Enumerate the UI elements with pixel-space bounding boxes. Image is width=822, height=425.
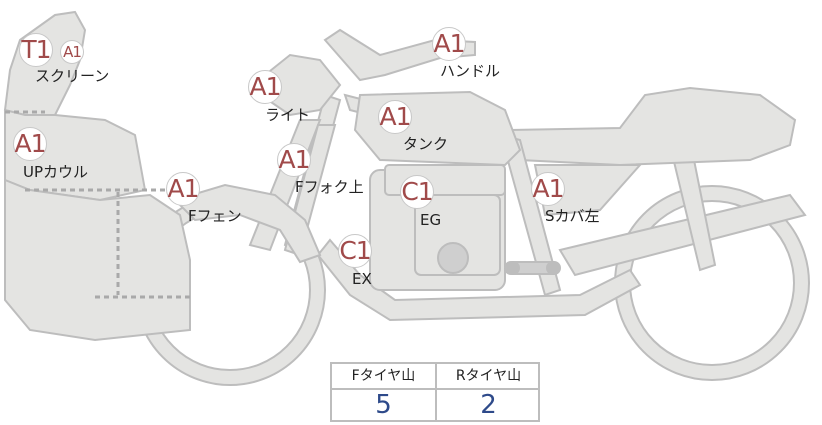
front-tire-value: 5	[375, 390, 392, 420]
sidecover-label: Sカバ左	[545, 207, 600, 225]
screen-label: スクリーン	[35, 67, 110, 85]
sidecover-grade-badge: A1	[531, 172, 565, 206]
ffender-label: Fフェン	[188, 207, 242, 225]
rear-tire-header: Rタイヤ山	[437, 364, 540, 390]
handle-grade-badge: A1	[432, 27, 466, 61]
lower-cowl	[4, 178, 191, 342]
exhaust-grade-badge: C1	[338, 234, 372, 268]
screen-grade-badge-secondary: A1	[60, 40, 84, 64]
tire-tread-table: Fタイヤ山 Rタイヤ山 5 2	[330, 362, 540, 422]
ffork-grade-badge: A1	[277, 143, 311, 177]
exhaust-pipe	[316, 238, 642, 322]
tank-grade-badge: A1	[378, 100, 412, 134]
upcowl-label: UPカウル	[23, 163, 89, 181]
light-grade-badge: A1	[248, 70, 282, 104]
ffender-grade-badge: A1	[166, 172, 200, 206]
handle-label: ハンドル	[440, 62, 501, 80]
engine-grade-badge: C1	[400, 175, 434, 209]
ffork-label: Fフォク上	[295, 178, 364, 196]
exhaust-label: EX	[352, 270, 372, 288]
engine-label: EG	[420, 211, 442, 229]
rear-tire-value: 2	[480, 390, 497, 420]
screen-grade-badge: T1	[19, 33, 53, 67]
front-fender	[173, 183, 322, 264]
front-tire-header: Fタイヤ山	[332, 364, 435, 390]
upcowl-grade-badge: A1	[13, 127, 47, 161]
swing-arm	[558, 193, 807, 277]
table-divider	[435, 364, 437, 422]
seat	[508, 86, 797, 167]
light-label: ライト	[265, 106, 311, 124]
tank-label: タンク	[403, 135, 449, 153]
